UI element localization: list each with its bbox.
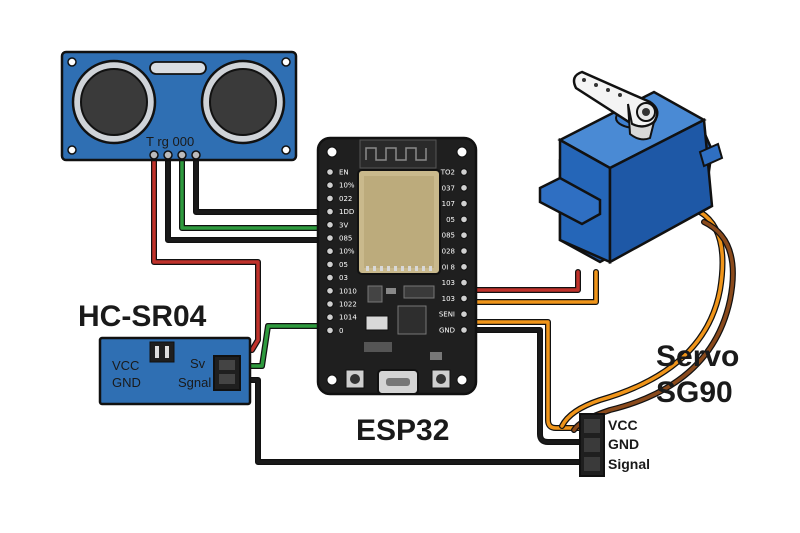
adapter-label-signal: Sgnal — [178, 375, 211, 390]
esp32-left-pin — [326, 194, 334, 203]
esp32-right-pin — [460, 184, 468, 192]
esp32-right-pin-label: 05 — [446, 216, 455, 224]
esp32-right-pin-label: 107 — [442, 200, 455, 208]
esp32-title: ESP32 — [356, 414, 449, 447]
esp32-left-pin-label: 10% — [339, 248, 355, 256]
servo-title-line2: SG90 — [656, 376, 733, 409]
esp32-left-pin-label: 3V — [339, 221, 348, 229]
hc-sr04-sensor: T rg 000 — [60, 50, 298, 162]
connector-label-signal: Signal — [608, 456, 650, 472]
transducer-right — [200, 59, 286, 145]
esp32-left-pin-label: 022 — [339, 195, 352, 203]
wire-esp-servo-power — [469, 269, 581, 293]
esp32-left-pin — [326, 221, 334, 229]
wire-sensor-trig — [179, 152, 333, 231]
esp32-right-pin — [460, 231, 468, 239]
esp32-right-pin — [460, 326, 468, 334]
sensor-title: HC-SR04 — [78, 300, 207, 333]
esp32-right-pin — [460, 168, 468, 176]
esp32-boot-button — [345, 369, 365, 389]
esp32-right-pin — [460, 247, 468, 255]
esp32-left-pin — [326, 313, 334, 322]
esp32-left-pin — [326, 207, 334, 216]
esp32-left-pin — [326, 168, 334, 176]
esp32-left-pin-label: 05 — [339, 261, 348, 269]
esp32-left-pin-label: 1010 — [339, 287, 357, 295]
esp32-right-pin — [460, 263, 468, 271]
servo-connector: VCC GND Signal — [579, 413, 650, 477]
esp32-right-pin — [460, 310, 468, 319]
esp32-right-pin-label: 085 — [442, 232, 455, 240]
esp32-left-pin — [326, 234, 334, 242]
esp32-board: EN 10% 022 1DD 3V 085 10% 05 03 1010 1022 1014 0 TO2… — [316, 136, 478, 396]
esp32-reset-button — [431, 369, 451, 389]
transducer-left — [71, 59, 157, 145]
esp32-right-pin-label: SENI — [439, 311, 455, 319]
esp32-left-pin-column: EN 10% 022 1DD 3V 085 10% 05 03 1010 1022 1014 0 — [326, 168, 357, 335]
servo-horn — [572, 70, 659, 141]
connector-label-vcc: VCC — [608, 417, 638, 433]
esp32-right-pin — [460, 294, 468, 303]
esp32-left-pin-label: 085 — [339, 235, 352, 243]
esp32-left-pin — [326, 260, 334, 269]
esp32-left-pin — [326, 326, 334, 335]
esp32-left-pin-label: EN — [339, 169, 349, 177]
esp32-right-pin-label: 103 — [442, 295, 455, 303]
esp32-left-pin-label: 1022 — [339, 301, 357, 309]
esp32-right-pin-label: 0I 8 — [442, 263, 455, 271]
esp32-right-pin-label: TO2 — [440, 169, 455, 177]
sensor-pin-labels: T rg 000 — [146, 134, 194, 149]
esp32-left-pin — [326, 181, 334, 189]
esp32-right-pin-label: 028 — [442, 248, 455, 256]
esp32-right-pin-label: 037 — [442, 184, 455, 192]
wire-sensor-echo — [193, 152, 333, 215]
adapter-label-gnd: GND — [112, 375, 141, 390]
esp32-right-pin — [460, 278, 468, 287]
servo-sg90 — [538, 70, 724, 265]
esp32-left-pin-label: 1014 — [339, 314, 357, 322]
adapter-label-vcc: VCC — [112, 358, 139, 373]
esp32-left-pin-label: 03 — [339, 274, 348, 282]
wire-esp-connector-signal — [469, 319, 585, 431]
esp32-right-pin — [460, 199, 468, 208]
esp32-left-pin-label: 1DD — [339, 208, 354, 216]
esp32-left-pin — [326, 273, 334, 282]
esp32-left-pin-label: 10% — [339, 182, 355, 190]
esp32-left-pin — [326, 247, 334, 255]
esp32-right-pin-label: 103 — [442, 279, 455, 287]
esp32-left-pin-label: 0 — [339, 327, 343, 335]
esp32-right-pin-label: GND — [439, 327, 455, 335]
usb-port — [377, 369, 419, 395]
connector-label-gnd: GND — [608, 436, 639, 452]
servo-title-line1: Servo — [656, 340, 739, 373]
esp32-right-pin — [460, 215, 468, 224]
esp32-left-pin — [326, 287, 334, 295]
adapter-label-sv: Sv — [190, 356, 206, 371]
esp32-left-pin — [326, 300, 334, 308]
adapter-board: VCC GND Sv Sgnal — [98, 336, 252, 406]
